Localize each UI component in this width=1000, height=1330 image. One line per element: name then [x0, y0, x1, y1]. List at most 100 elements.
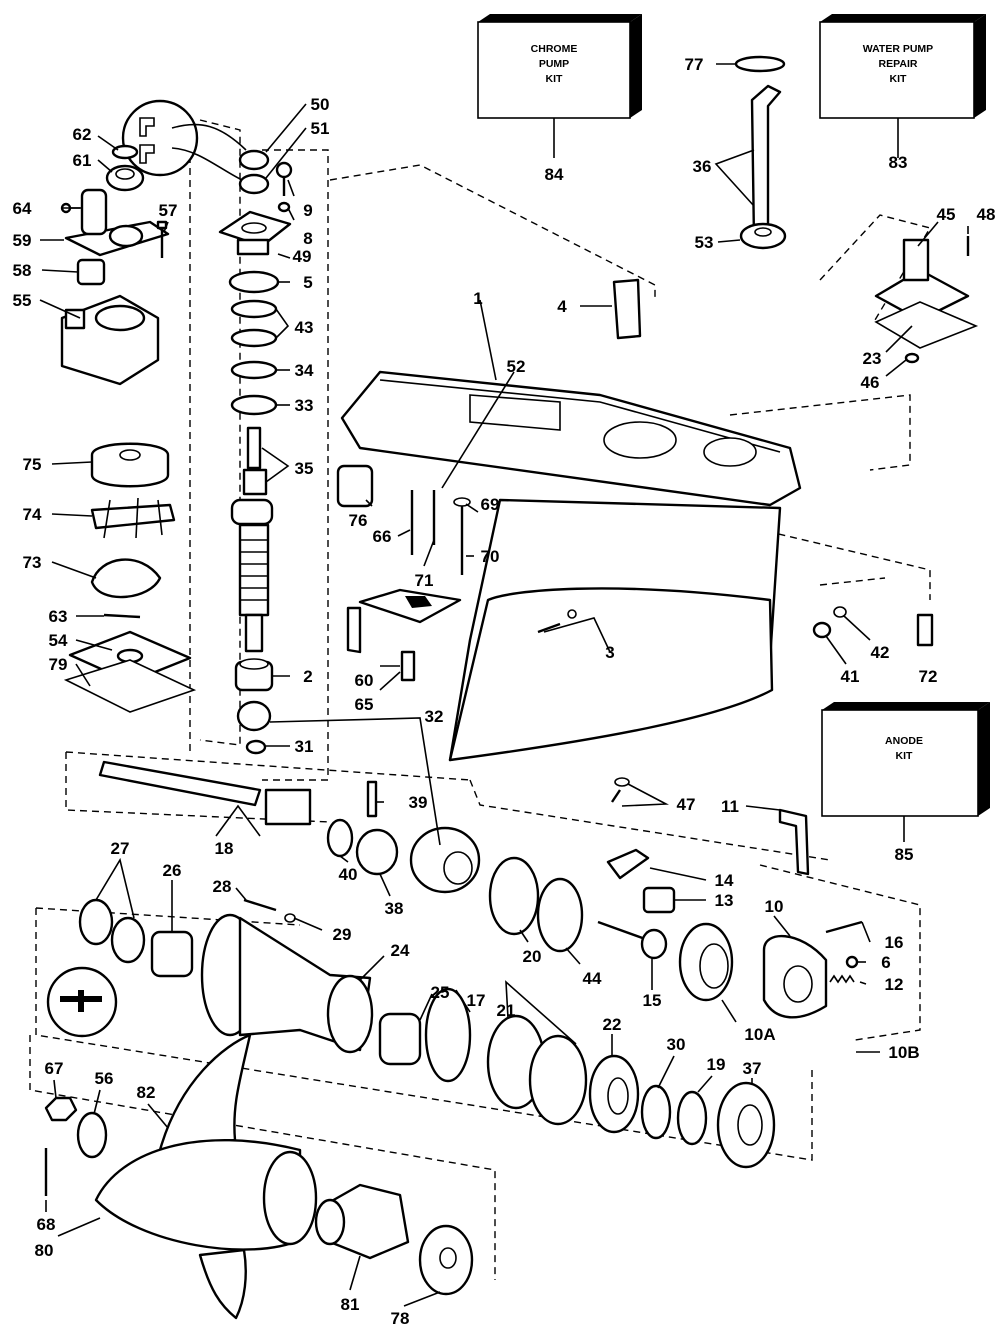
callout-26: 26 [163, 861, 182, 880]
part-4-grille [612, 278, 642, 340]
anode-kit-line2: KIT [896, 750, 914, 762]
callout-56: 56 [95, 1069, 114, 1088]
callout-1: 1 [473, 289, 482, 308]
part-1-gearcase-housing [340, 370, 802, 762]
impeller-seal-detail [121, 99, 247, 183]
part-3-screws [537, 609, 577, 634]
callout-22: 22 [603, 1015, 622, 1034]
part-78-spacer [418, 1224, 474, 1296]
callout-19: 19 [707, 1055, 726, 1074]
anode-kit-box: ANODE KIT [821, 702, 990, 817]
part-19-thrust-bearing [676, 1090, 708, 1146]
callout-80: 80 [35, 1241, 54, 1260]
callout-10a: 10A [744, 1025, 775, 1044]
chrome-pump-kit-line3: KIT [546, 73, 564, 85]
callout-38: 38 [385, 899, 404, 918]
callout-20: 20 [523, 947, 542, 966]
part-61-seal-cup [105, 164, 145, 192]
part-13-cradle [642, 886, 676, 914]
part-47-anode-screw [611, 777, 630, 803]
part-56-washer [76, 1111, 108, 1159]
part-82-80-propeller [94, 1033, 318, 1320]
part-44-thrust-washer [536, 877, 584, 953]
anode-kit-line1: ANODE [885, 735, 923, 747]
part-77-78-washers [734, 55, 786, 73]
callout-35: 35 [295, 459, 314, 478]
callout-47: 47 [677, 795, 696, 814]
part-62-o-ring [111, 144, 139, 160]
part-27-seals [78, 898, 146, 964]
callout-81: 81 [341, 1295, 360, 1314]
callout-15: 15 [643, 991, 662, 1010]
part-17-o-ring [424, 987, 472, 1083]
callout-65: 65 [355, 695, 374, 714]
part-33-bearing [230, 394, 278, 416]
part-50-51-seals [238, 149, 270, 195]
part-34-washer [230, 360, 278, 380]
leader-lines [39, 63, 969, 1307]
callout-numbers: 84 83 85 77 36 53 45 48 23 46 4 1 52 50 … [13, 55, 996, 1328]
callout-27: 27 [111, 839, 130, 858]
callout-51: 51 [311, 119, 330, 138]
callout-39: 39 [409, 793, 428, 812]
callout-42: 42 [871, 643, 890, 662]
callout-2: 2 [303, 667, 312, 686]
callout-68: 68 [37, 1215, 56, 1234]
callout-4: 4 [557, 297, 567, 316]
callout-67: 67 [45, 1059, 64, 1078]
part-55-pump-housing [60, 294, 160, 386]
callout-41: 41 [841, 667, 860, 686]
part-36-shift-rod [750, 84, 782, 242]
part-10a-bearing [678, 922, 734, 1002]
callout-16: 16 [885, 933, 904, 952]
part-43-shims [230, 299, 278, 348]
part-16-pin [825, 920, 863, 934]
part-59-pump-plate [64, 188, 170, 257]
water-pump-kit-line1: WATER PUMP [863, 43, 933, 55]
callout-28: 28 [213, 877, 232, 896]
callout-36: 36 [693, 157, 712, 176]
water-pump-kit-line2: REPAIR [879, 58, 918, 70]
callout-32: 32 [425, 707, 444, 726]
callout-13: 13 [715, 891, 734, 910]
callout-52: 52 [507, 357, 526, 376]
callout-63: 63 [49, 607, 68, 626]
callout-79: 79 [49, 655, 68, 674]
part-75-impeller-cover [90, 442, 170, 488]
part-76-anode-block [336, 464, 374, 508]
part-10-shift-housing [762, 935, 828, 1019]
callout-59: 59 [13, 231, 32, 250]
callout-6: 6 [881, 953, 890, 972]
chrome-pump-kit-box: CHROME PUMP KIT [477, 14, 642, 119]
part-66-70-71-bolts [410, 490, 471, 575]
water-pump-kit-line3: KIT [890, 73, 908, 85]
part-9-bolt [275, 161, 293, 196]
callout-14: 14 [715, 871, 734, 890]
part-30-thrust-washer [640, 1084, 672, 1140]
part-8-washer [277, 201, 291, 213]
callout-62: 62 [73, 125, 92, 144]
part-31-nut [245, 739, 267, 755]
callout-45: 45 [937, 205, 956, 224]
part-41-42-plug [812, 606, 847, 639]
callout-61: 61 [73, 151, 92, 170]
callout-37: 37 [743, 1059, 762, 1078]
callout-70: 70 [481, 547, 500, 566]
callout-31: 31 [295, 737, 314, 756]
part-46-washer [904, 352, 920, 364]
part-35-driveshaft [230, 426, 274, 653]
callout-25: 25 [431, 983, 450, 1002]
part-11-shift-lever [778, 808, 810, 876]
part-65-bolt [400, 650, 416, 682]
callout-12: 12 [885, 975, 904, 994]
part-6-ball [845, 955, 859, 969]
part-40-clip [326, 818, 354, 858]
part-32-pinion [236, 700, 272, 732]
callout-77: 77 [685, 55, 704, 74]
part-58-bushing [76, 258, 106, 286]
callout-17: 17 [467, 991, 486, 1010]
part-15-shifter-shaft [597, 920, 668, 960]
part-45-shift-housing [874, 238, 979, 349]
callout-69: 69 [481, 495, 500, 514]
chrome-pump-kit-line1: CHROME [531, 43, 578, 55]
